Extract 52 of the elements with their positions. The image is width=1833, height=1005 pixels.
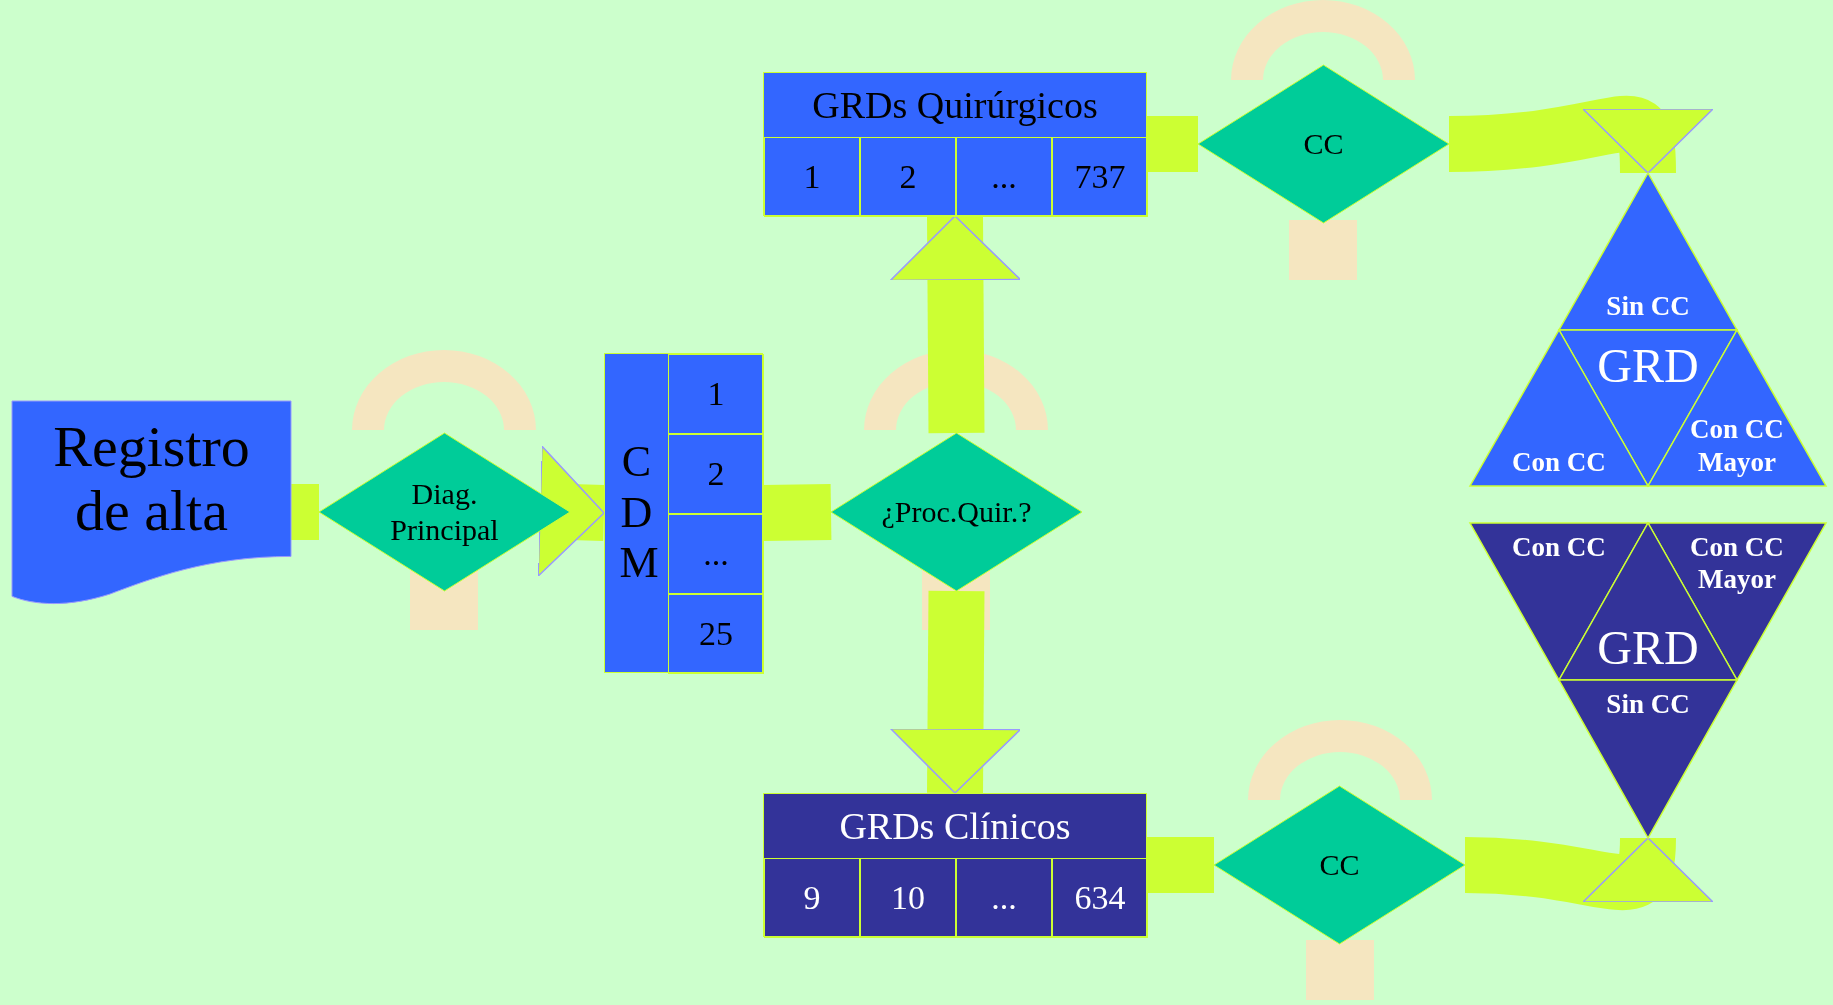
category-box (604, 353, 763, 673)
cell-value: 9 (803, 881, 821, 915)
triangle-label: Con CC (1511, 445, 1607, 478)
cell-value: 2 (899, 160, 917, 194)
cell-value: ... (991, 160, 1017, 194)
decision-label: CC (1319, 847, 1360, 883)
triangle-label: Con CC Mayor (1689, 531, 1785, 596)
triangle (1559, 173, 1737, 330)
decision-diamond (831, 433, 1082, 591)
document-title: Registro de alta (52, 414, 251, 543)
cell-value: 10 (891, 881, 925, 915)
table-cell (860, 137, 956, 217)
decision-label: Diag. Principal (389, 476, 500, 548)
triangle (1559, 680, 1737, 838)
table-cell (956, 858, 1052, 938)
cell-value: ... (991, 881, 1017, 915)
cell-value: 2 (707, 457, 725, 491)
triangle-title: GRD (1597, 342, 1699, 390)
table-cell (668, 354, 764, 434)
decision-label: ¿Proc.Quir.? (881, 494, 1032, 530)
triangle-label: Sin CC (1605, 688, 1691, 721)
decision-diamond (1198, 65, 1449, 223)
triangle-label: Con CC (1511, 531, 1607, 564)
block-arrow (889, 590, 1022, 794)
block-arrow (1448, 95, 1713, 174)
table-cell (1052, 137, 1148, 217)
cell-value: 634 (1074, 881, 1126, 915)
decision-diamond (1214, 786, 1465, 944)
table-header: GRDs Quirúrgicos (812, 86, 1098, 124)
table-cell (764, 137, 860, 217)
table-cell (764, 858, 860, 938)
triangle-label: Con CC Mayor (1689, 413, 1785, 478)
triangle-label: Sin CC (1605, 289, 1691, 322)
cell-value: 1 (707, 377, 725, 411)
cell-value: ... (703, 537, 729, 571)
decision-diamond (319, 433, 570, 591)
cell-value: 25 (699, 617, 733, 651)
table-cell (860, 858, 956, 938)
triangle-title: GRD (1597, 624, 1699, 672)
decision-label: CC (1303, 126, 1344, 162)
table-box (763, 793, 1147, 937)
table-header: GRDs Clínicos (839, 807, 1071, 845)
block-arrow (889, 215, 1022, 434)
table-cell (668, 434, 764, 514)
table-cell (668, 594, 764, 674)
table-cell (1052, 858, 1148, 938)
cell-value: 737 (1074, 160, 1126, 194)
cell-value: 1 (803, 160, 821, 194)
table-cell (956, 137, 1052, 217)
block-arrow (537, 445, 605, 577)
table-box (763, 72, 1147, 216)
table-cell (668, 514, 764, 594)
